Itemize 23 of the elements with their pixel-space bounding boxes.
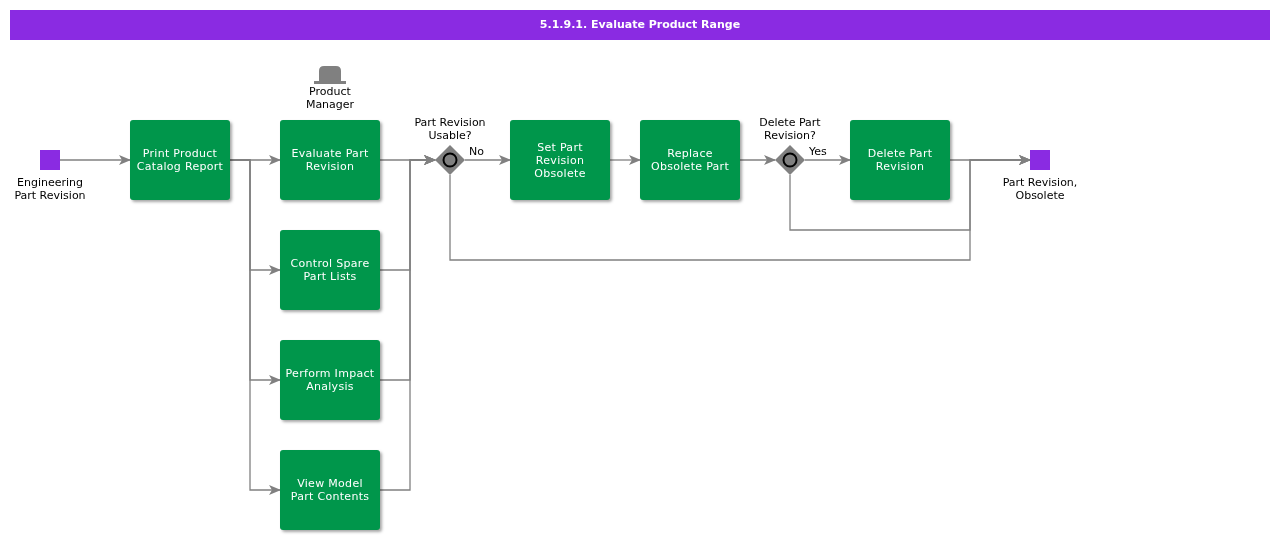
task-box: Set Part Revision Obsolete — [510, 120, 610, 200]
gateway-label: Part Revision Usable? — [413, 116, 487, 142]
arrow — [464, 155, 511, 165]
arrow — [379, 155, 436, 491]
title-bar: 5.1.9.1. Evaluate Product Range — [10, 10, 1270, 40]
gateway-label: Delete Part Revision? — [758, 116, 822, 142]
task-box: Control Spare Part Lists — [280, 230, 380, 310]
arrow — [609, 155, 641, 165]
event-label: Part Revision, Obsolete — [1001, 176, 1079, 202]
performer-label: Product Manager — [304, 85, 356, 111]
task-box: Delete Part Revision — [850, 120, 950, 200]
edge-label: No — [468, 145, 485, 158]
task-box: Perform Impact Analysis — [280, 340, 380, 420]
task-box: Print Product Catalog Report — [130, 120, 230, 200]
event-label: Engineering Part Revision — [13, 176, 87, 202]
arrow — [804, 155, 851, 165]
task-box: View Model Part Contents — [280, 450, 380, 530]
edge-label: Yes — [808, 145, 828, 158]
task-box: Replace Obsolete Part — [640, 120, 740, 200]
task-box: Evaluate Part Revision — [280, 120, 380, 200]
arrow — [59, 155, 131, 165]
arrow — [449, 155, 1031, 261]
arrow — [739, 155, 776, 165]
